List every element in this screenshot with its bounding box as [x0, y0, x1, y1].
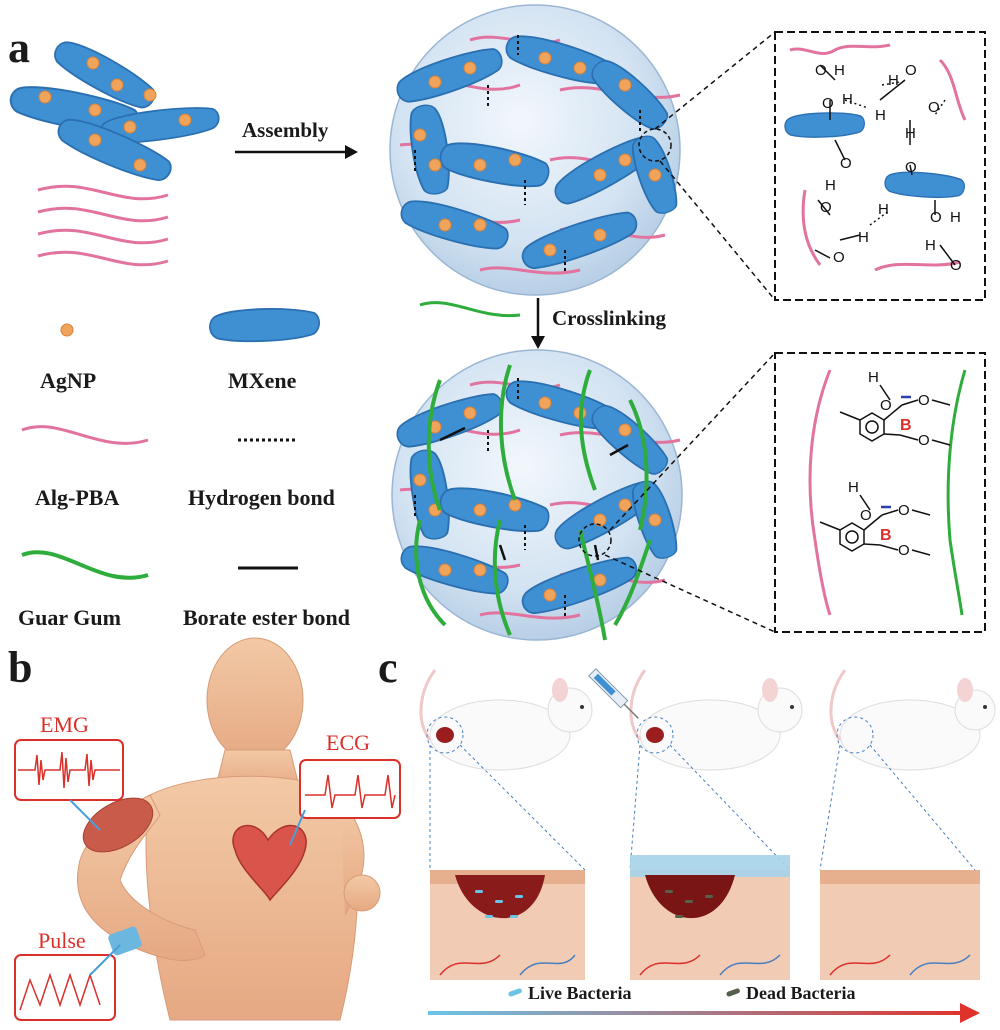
svg-text:O: O [880, 397, 892, 414]
svg-text:O: O [950, 257, 962, 274]
svg-text:H: H [842, 91, 853, 108]
ecg-label: ECG [326, 730, 370, 755]
network-sphere-bottom [391, 349, 685, 641]
live-bacteria-label: Live Bacteria [528, 983, 632, 1003]
wound-1 [436, 727, 454, 743]
svg-text:O: O [822, 95, 834, 112]
panel-c [419, 668, 996, 1023]
svg-text:H: H [875, 107, 886, 124]
svg-text:H: H [868, 369, 879, 386]
crosslinking-arrow [419, 298, 545, 349]
syringe [588, 668, 639, 719]
guar-gum-swatch [21, 550, 149, 580]
svg-text:H: H [834, 62, 845, 79]
panel-label-c: c [378, 643, 398, 692]
svg-text:O: O [905, 159, 917, 176]
svg-text:O: O [918, 432, 930, 449]
emg-label: EMG [40, 712, 89, 737]
svg-text:H: H [878, 201, 889, 218]
legend-mxene-label: MXene [228, 368, 297, 393]
svg-text:O: O [815, 62, 827, 79]
heart-illustration [232, 824, 307, 902]
svg-text:H: H [888, 72, 899, 89]
boronate-labels: H O O O H O O O [848, 369, 930, 559]
svg-text:B: B [880, 527, 892, 544]
crosslinking-label: Crosslinking [552, 306, 666, 330]
arm-muscle [82, 797, 154, 853]
panel-label-a: a [8, 23, 30, 72]
svg-text:H: H [925, 237, 936, 254]
svg-text:H: H [950, 209, 961, 226]
bacteria-legend-icons [508, 988, 740, 997]
svg-text:O: O [820, 199, 832, 216]
svg-text:H: H [905, 125, 916, 142]
dead-bacteria-label: Dead Bacteria [746, 983, 856, 1003]
svg-text:H: H [825, 177, 836, 194]
svg-text:O: O [840, 155, 852, 172]
legend-guar-gum-label: Guar Gum [18, 605, 121, 630]
alg-pba-swatch [21, 425, 149, 445]
skin-block-2 [630, 855, 790, 980]
svg-text:O: O [930, 209, 942, 226]
mouse-1 [419, 669, 593, 771]
mxene-sheets-loose [6, 33, 222, 188]
pulse-label: Pulse [38, 928, 86, 953]
legend-graphics [21, 305, 321, 580]
skin-block-3 [820, 870, 980, 980]
svg-text:O: O [918, 392, 930, 409]
mxene-swatch [208, 305, 321, 345]
legend-borate-ester-bond-label: Borate ester bond [183, 605, 351, 630]
network-sphere-top [389, 4, 685, 296]
svg-text:H: H [858, 229, 869, 246]
panel-a: OH OH H HO O H O O H O OH H H H O O [6, 4, 986, 641]
pulse-signal-box [14, 954, 116, 1021]
agnp-swatch [60, 323, 74, 337]
skin-block-1 [430, 870, 585, 980]
svg-text:O: O [833, 249, 845, 266]
mouse-2 [588, 668, 803, 771]
svg-text:H: H [848, 479, 859, 496]
svg-text:O: O [928, 99, 940, 116]
svg-text:O: O [898, 542, 910, 559]
mouse-3 [829, 669, 996, 771]
ecg-signal-box [299, 759, 401, 819]
legend-agnp-label: AgNP [40, 368, 97, 393]
assembly-label: Assembly [242, 118, 329, 142]
assembly-arrow [235, 145, 358, 159]
alg-pba-strands-loose [37, 184, 169, 267]
svg-text:O: O [898, 502, 910, 519]
borate-ester-zoom-box: H O O O H O O O B B [774, 352, 986, 633]
svg-text:O: O [860, 507, 872, 524]
emg-signal-box [14, 739, 124, 801]
svg-text:O: O [905, 62, 917, 79]
panel-b [14, 637, 401, 1021]
wound-2 [646, 727, 664, 743]
svg-text:B: B [900, 417, 912, 434]
healing-progress-arrow [428, 1003, 980, 1023]
legend-hydrogen-bond-label: Hydrogen bond [188, 485, 335, 510]
legend-alg-pba-label: Alg-PBA [35, 485, 120, 510]
panel-label-b: b [8, 643, 33, 692]
